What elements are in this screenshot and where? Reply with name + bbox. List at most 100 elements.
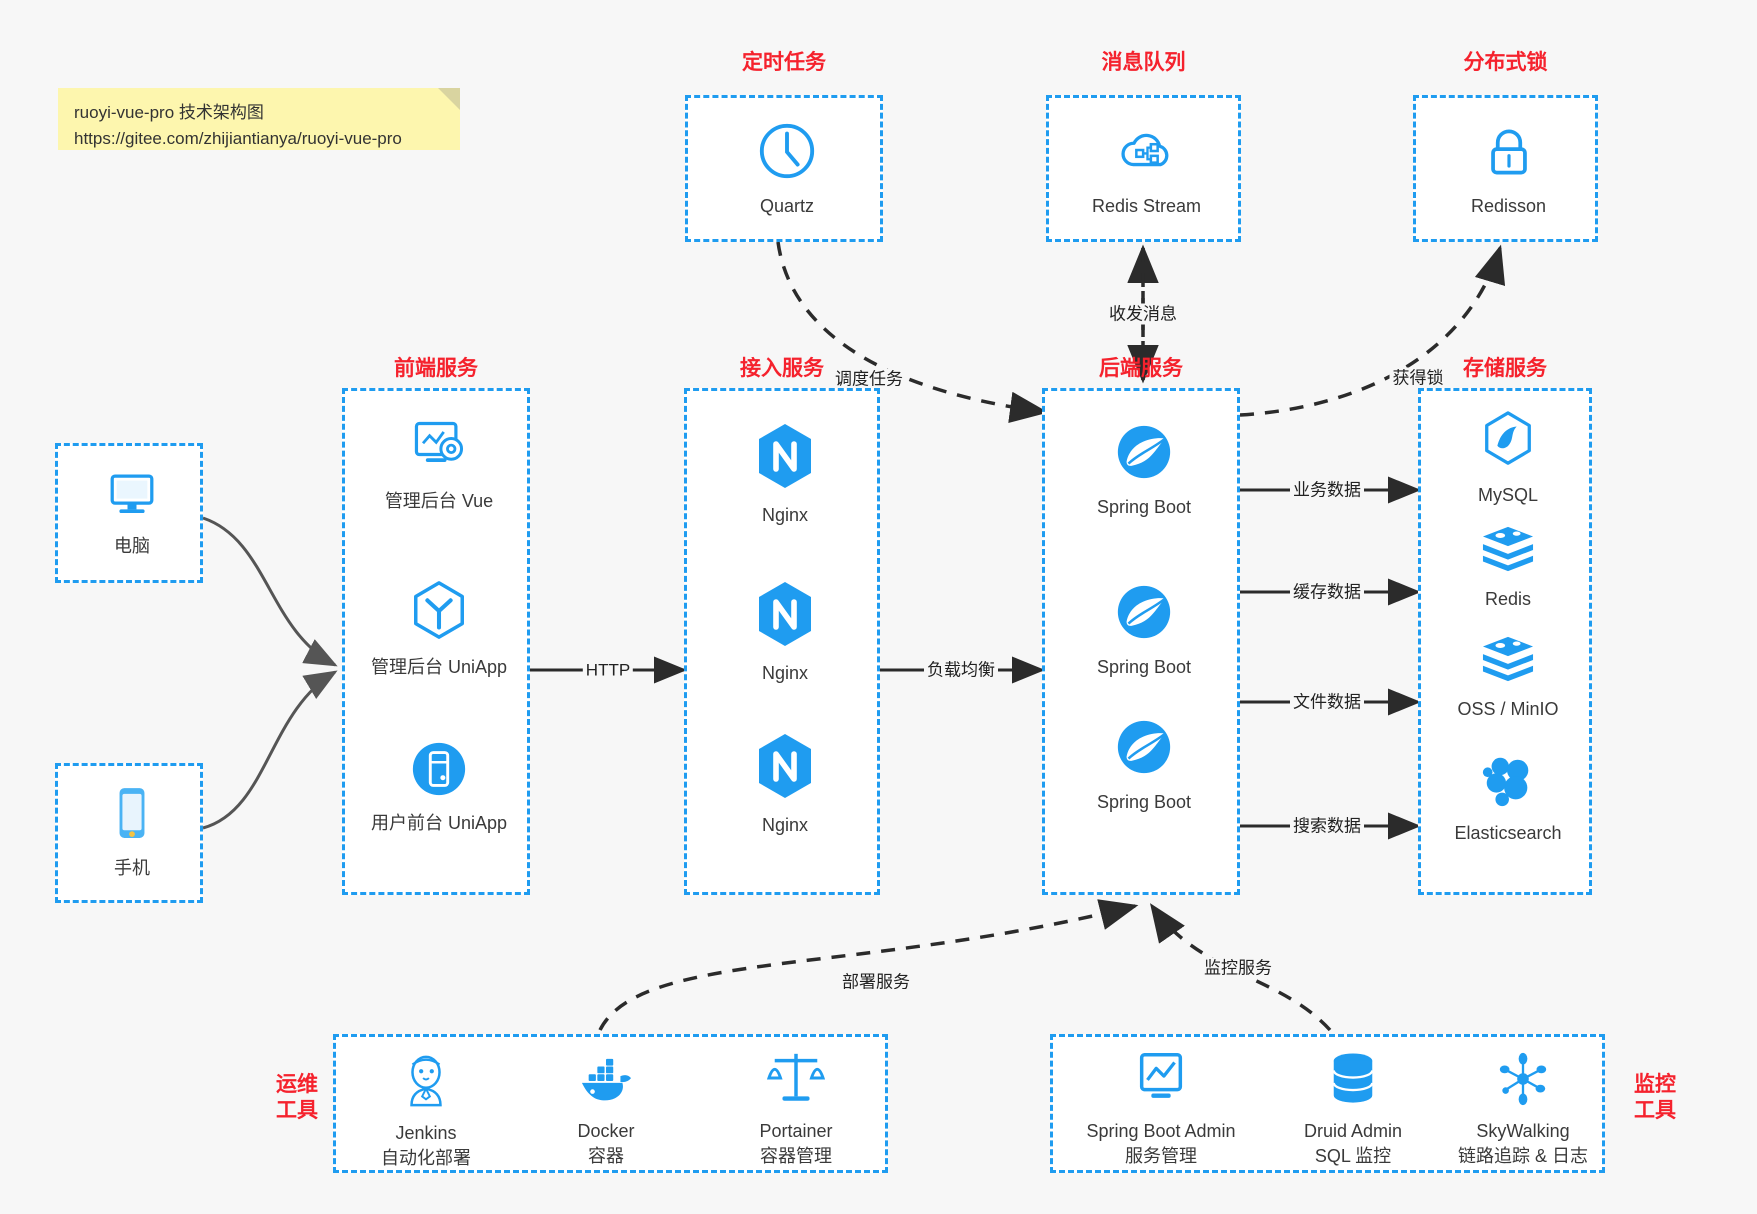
nginx-icon (753, 731, 817, 806)
node-nginx-3[interactable]: Nginx (687, 731, 883, 837)
node-user-uniapp[interactable]: 用户前台 UniApp (345, 739, 533, 835)
node-quartz[interactable]: Quartz (688, 120, 886, 218)
node-label: Spring Boot (1096, 657, 1192, 677)
spring-boot-icon (1113, 421, 1175, 488)
node-druid-admin[interactable]: Druid Admin SQL 监控 (1273, 1051, 1433, 1169)
node-label: Redis (1484, 589, 1532, 609)
node-label: Spring Boot (1096, 792, 1192, 812)
nginx-icon (753, 421, 817, 496)
elasticsearch-icon (1479, 751, 1537, 814)
redis-icon (1479, 523, 1537, 580)
node-nginx-1[interactable]: Nginx (687, 421, 883, 527)
node-label: MySQL (1477, 485, 1538, 505)
spring-boot-icon (1113, 581, 1175, 648)
monitor-chart-icon (1132, 1049, 1190, 1112)
node-portainer[interactable]: Portainer 容器管理 (711, 1049, 881, 1169)
group-backend: Spring Boot Spring Boot Spring Boot (1042, 388, 1240, 895)
node-label: Quartz (759, 196, 815, 216)
nginx-icon (753, 579, 817, 654)
node-redis-stream[interactable]: Redis Stream (1049, 120, 1244, 218)
node-label: Portainer (759, 1121, 833, 1141)
node-skywalking[interactable]: SkyWalking 链路追踪 & 日志 (1438, 1051, 1608, 1169)
edge-label-send-receive-msg: 收发消息 (1106, 303, 1180, 325)
edge-label-load-balance: 负载均衡 (924, 659, 998, 681)
devops-title-line1: 运维 (276, 1073, 318, 1096)
group-device-mobile: 手机 (55, 763, 203, 903)
node-sublabel: SQL 监控 (1314, 1146, 1392, 1167)
group-distributed-lock: Redisson (1413, 95, 1598, 242)
group-scheduled-task: Quartz (685, 95, 883, 242)
node-spring-boot-2[interactable]: Spring Boot (1045, 581, 1243, 679)
docker-icon (576, 1055, 636, 1112)
group-title-frontend: 前端服务 (394, 357, 478, 380)
skywalking-icon (1495, 1051, 1551, 1112)
node-jenkins[interactable]: Jenkins 自动化部署 (346, 1051, 506, 1171)
node-oss-minio[interactable]: OSS / MinIO (1421, 633, 1595, 721)
node-label: Redis Stream (1091, 196, 1202, 216)
node-spring-boot-3[interactable]: Spring Boot (1045, 716, 1243, 814)
edge-deploy-service-line (598, 899, 1139, 1031)
node-label: Docker (577, 1121, 635, 1141)
edge-label-file-data: 文件数据 (1290, 691, 1364, 713)
group-title-monitoring: 监控 工具 (1620, 1072, 1690, 1125)
mobile-app-circle-icon (409, 739, 469, 804)
mobile-phone-icon (109, 784, 155, 849)
group-gateway: Nginx Nginx Nginx (684, 388, 880, 895)
edge-schedule-task-line (776, 241, 1049, 423)
uniapp-cube-icon (408, 579, 470, 648)
edge-label-acquire-lock: 获得锁 (1389, 367, 1447, 389)
monitoring-title-line1: 监控 (1634, 1073, 1676, 1096)
node-sublabel: 服务管理 (1125, 1146, 1197, 1167)
node-label: Nginx (761, 505, 809, 525)
note-fold-corner (438, 88, 460, 110)
group-title-gateway: 接入服务 (740, 357, 824, 380)
node-label: Jenkins (395, 1123, 457, 1143)
node-docker[interactable]: Docker 容器 (526, 1055, 686, 1169)
node-desktop[interactable]: 电脑 (58, 468, 206, 558)
node-label: SkyWalking (1476, 1121, 1570, 1141)
group-frontend: 管理后台 Vue 管理后台 UniApp 用户前台 UniApp (342, 388, 530, 895)
note-url: https://gitee.com/zhijiantianya/ruoyi-vu… (74, 129, 402, 149)
node-mobile[interactable]: 手机 (58, 784, 206, 880)
node-label: 手机 (114, 858, 150, 878)
group-title-storage: 存储服务 (1463, 357, 1547, 380)
group-storage: MySQL Redis (1418, 388, 1592, 895)
node-redis[interactable]: Redis (1421, 523, 1595, 611)
lock-icon (1479, 120, 1539, 187)
node-admin-vue[interactable]: 管理后台 Vue (345, 417, 533, 513)
node-sublabel: 容器管理 (760, 1146, 832, 1167)
node-sublabel: 容器 (588, 1146, 624, 1167)
devops-title-line2: 工具 (276, 1099, 318, 1123)
node-redisson[interactable]: Redisson (1416, 120, 1601, 218)
edge-mobile-to-frontend (202, 670, 338, 830)
spring-boot-icon (1113, 716, 1175, 783)
portainer-scales-icon (766, 1049, 826, 1112)
node-admin-uniapp[interactable]: 管理后台 UniApp (345, 579, 533, 679)
node-spring-boot-1[interactable]: Spring Boot (1045, 421, 1243, 519)
group-title-distributed-lock: 分布式锁 (1463, 51, 1548, 74)
group-title-scheduled-task: 定时任务 (742, 51, 826, 74)
dashboard-gear-icon (408, 417, 470, 482)
edge-label-monitor-service: 监控服务 (1201, 957, 1275, 979)
edge-label-cache-data: 缓存数据 (1290, 581, 1364, 603)
desktop-computer-icon (103, 468, 161, 527)
node-spring-boot-admin[interactable]: Spring Boot Admin 服务管理 (1061, 1049, 1261, 1169)
edge-label-http: HTTP (582, 659, 634, 681)
node-label: Druid Admin (1303, 1121, 1403, 1141)
edge-desktop-to-frontend (202, 516, 338, 667)
node-label: 管理后台 Vue (384, 491, 494, 511)
group-message-queue: Redis Stream (1046, 95, 1241, 242)
edge-label-search-data: 搜索数据 (1290, 815, 1364, 837)
mysql-icon (1479, 409, 1537, 476)
oss-minio-icon (1479, 633, 1537, 690)
node-nginx-2[interactable]: Nginx (687, 579, 883, 685)
node-label: 管理后台 UniApp (370, 657, 508, 677)
node-label: Spring Boot (1096, 497, 1192, 517)
node-label: Spring Boot Admin (1086, 1121, 1236, 1141)
edge-label-business-data: 业务数据 (1290, 479, 1364, 501)
node-elasticsearch[interactable]: Elasticsearch (1421, 751, 1595, 845)
node-mysql[interactable]: MySQL (1421, 409, 1595, 507)
node-label: Elasticsearch (1454, 823, 1562, 843)
node-label: Redisson (1470, 196, 1547, 216)
architecture-note: ruoyi-vue-pro 技术架构图 https://gitee.com/zh… (58, 88, 460, 150)
